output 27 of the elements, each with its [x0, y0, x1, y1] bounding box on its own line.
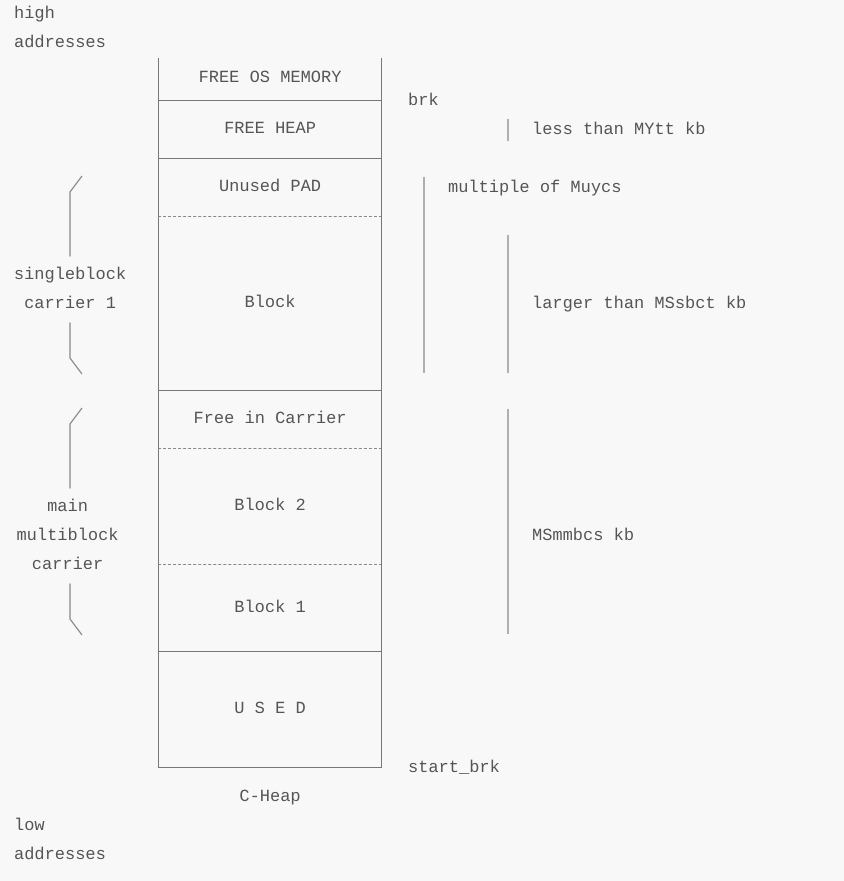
size-label: larger than MSsbct kb — [532, 294, 746, 314]
block-label: Block 2 — [234, 497, 306, 516]
memory-block — [158, 391, 382, 449]
block-label: Unused PAD — [218, 178, 322, 197]
memory-block — [158, 449, 382, 565]
address-label: high addresses — [14, 4, 106, 52]
block-label: FREE HEAP — [224, 120, 316, 139]
block-label: Block 1 — [234, 598, 306, 618]
memory-block — [158, 565, 382, 652]
memory-block — [158, 58, 382, 101]
heap-caption: C-Heap — [239, 788, 301, 806]
size-label: MSmmbcs kb — [532, 526, 634, 546]
address-label: low addresses — [14, 816, 106, 864]
memory-block — [158, 101, 382, 159]
block-label: U S E D — [234, 700, 306, 719]
block-label: Block — [244, 294, 296, 313]
memory-block — [158, 159, 382, 217]
block-label: FREE OS MEMORY — [198, 69, 342, 88]
carrier-label: singleblock carrier 1 — [14, 266, 126, 314]
pointer-label: brk — [408, 92, 439, 110]
block-label: Free in Carrier — [193, 410, 347, 429]
memory-block — [158, 217, 382, 391]
size-label: less than MYtt kb — [532, 120, 706, 140]
pointer-label: start_brk — [408, 758, 500, 778]
carrier-label: main multiblock carrier — [16, 498, 119, 574]
size-label: multiple of Muycs — [448, 178, 622, 198]
memory-block — [158, 652, 382, 768]
